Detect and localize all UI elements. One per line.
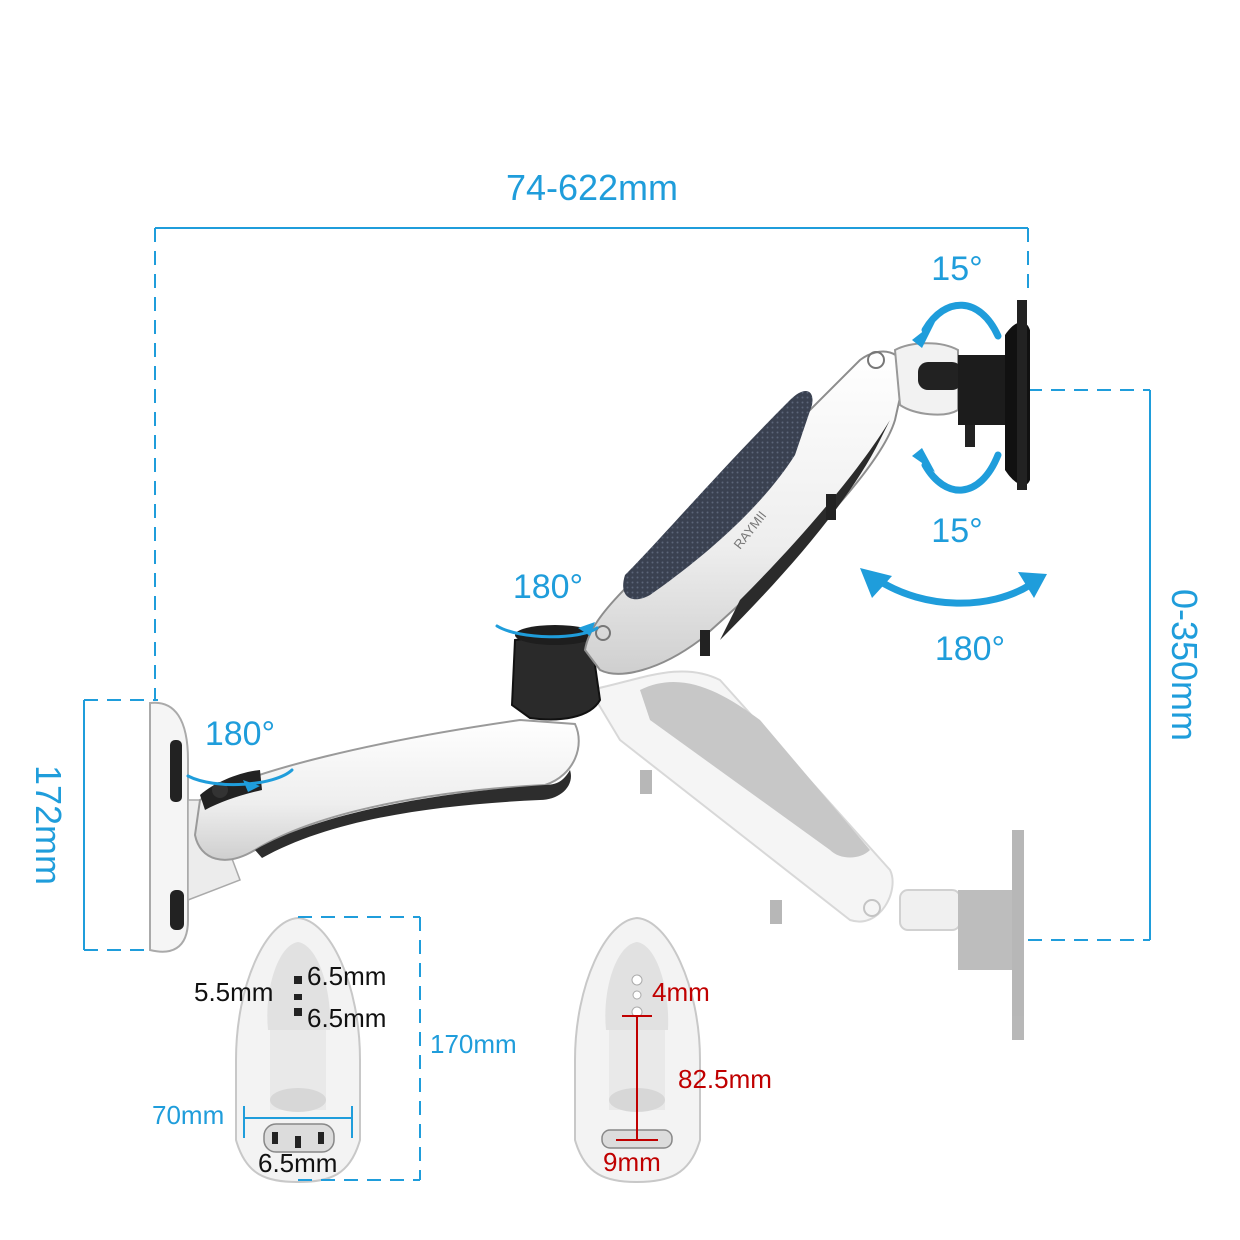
wall-plate-height-dimension: 172mm xyxy=(28,699,158,951)
bottom-slot-label: 9mm xyxy=(603,1147,661,1177)
tilt-down-arrow: 15° xyxy=(912,448,1002,550)
ghost-arm xyxy=(588,670,1024,1040)
wall-plate-height-label: 172mm xyxy=(28,765,69,885)
base-rotate-label: 180° xyxy=(205,715,275,753)
bottom-hole-label: 6.5mm xyxy=(258,1148,337,1178)
tilt-up-label: 15° xyxy=(931,250,982,288)
lower-arm xyxy=(193,718,580,861)
elbow-rotate-arrow: 180° xyxy=(495,568,599,639)
hole-a-label: 6.5mm xyxy=(307,961,386,991)
tilt-head xyxy=(893,300,1030,490)
tilt-down-label: 15° xyxy=(931,512,982,550)
swivel-arrow: 180° xyxy=(860,568,1047,668)
height-range-label: 0-350mm xyxy=(1164,589,1205,741)
reach-label: 74-622mm xyxy=(506,167,678,208)
upper-arm: RAYMII xyxy=(583,350,907,675)
plate-detail-right: 4mm 82.5mm 9mm xyxy=(574,916,772,1184)
reach-dimension: 74-622mm xyxy=(154,167,1029,700)
plate-width-label: 70mm xyxy=(152,1100,224,1130)
tilt-up-arrow: 15° xyxy=(912,250,1002,348)
elbow-joint xyxy=(510,625,602,721)
plate-detail-left: 170mm 70mm 6.5mm 5.5mm 6.5mm 6.5mm xyxy=(152,916,517,1184)
elbow-rotate-label: 180° xyxy=(513,568,583,606)
top-gap-label: 4mm xyxy=(652,977,710,1007)
hole-b-label: 5.5mm xyxy=(194,977,273,1007)
spacing-label: 82.5mm xyxy=(678,1064,772,1094)
hole-c-label: 6.5mm xyxy=(307,1003,386,1033)
plate-height-label: 170mm xyxy=(430,1029,517,1059)
height-range-dimension: 0-350mm xyxy=(1028,389,1205,941)
swivel-label: 180° xyxy=(935,630,1005,668)
base-rotate-arrow: 180° xyxy=(186,715,294,792)
